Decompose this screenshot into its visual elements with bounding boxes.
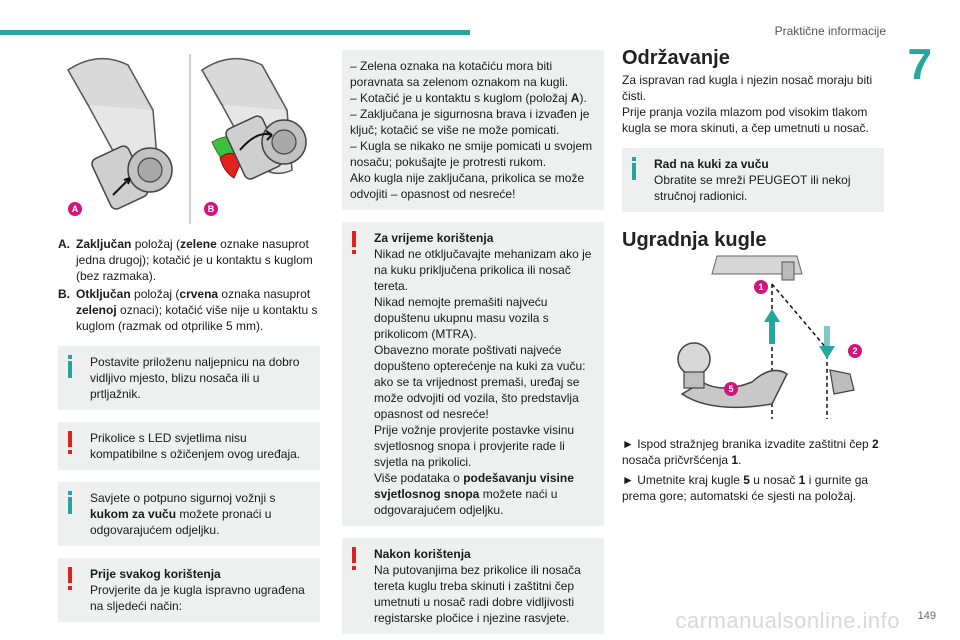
watermark: carmanualsonline.info [675,608,900,633]
locked-position-image [58,50,186,226]
info-content: Rad na kuki za vuču Obratite se mreži PE… [630,156,876,204]
warning-icon [348,231,360,255]
warning-icon [348,547,360,571]
paragraph: Prije pranja vozila mlazom pod visokim t… [622,105,869,135]
unlocked-position-image [192,50,320,226]
warning-title: Prije svakog korištenja [90,567,221,581]
label-5-badge: 5 [724,382,738,396]
info-icon [64,491,76,515]
list-strong: crvena [179,287,219,301]
warning-icon [64,567,76,591]
warning-text: Prikolice s LED svjetlima nisu kompatibi… [90,431,301,461]
list-text: oznake nasuprot jedna drugoj); kotačić j… [76,237,313,283]
info-title: Rad na kuki za vuču [654,157,769,171]
column-3: Održavanje Za ispravan rad kugla i njezi… [622,47,884,508]
installation-image [677,255,855,419]
list-text: položaj ( [130,287,180,301]
heading-installation: Ugradnja kugle [622,229,767,251]
list-item: A. Zaključan položaj (zelene oznake nasu… [58,236,320,284]
check-line: – Kugla se nikako ne smije pomicati u sv… [350,139,593,169]
check-line: – Zaključana je sigurnosna brava i izvađ… [350,107,590,137]
list-letter: B. [58,287,70,301]
info-box-workshop: Rad na kuki za vuču Obratite se mreži PE… [622,148,884,212]
check-line: – Kotačić je u kontaktu s kuglom (položa… [350,91,587,105]
warning-text-more: Više podataka o podešavanju visine svjet… [374,471,574,517]
warning-title: Za vrijeme korištenja [374,231,494,245]
image-divider [189,54,191,224]
list-letter: A. [58,237,70,251]
chapter-number: 7 [907,40,932,89]
label-b-badge: B [204,202,218,216]
list-strong: Otključan [76,287,131,301]
list-item: B. Otključan položaj (crvena oznaka nasu… [58,286,320,334]
list-strong: zelenoj [76,303,117,317]
list-strong: Zaključan [76,237,132,251]
warning-text: Nikad ne otključavajte mehanizam ako je … [374,247,592,469]
list-text: oznaka nasuprot [218,287,311,301]
check-list-box: – Zelena oznaka na kotačiću mora biti po… [342,50,604,210]
step-item: ► Umetnite kraj kugle 5 u nosač 1 i gurn… [622,473,869,503]
info-text: Postavite priloženu naljepnicu na dobro … [90,355,300,401]
check-line: – Zelena oznaka na kotačiću mora biti po… [350,59,569,89]
coupling-illustration: A B [58,50,320,226]
label-2-badge: 2 [848,344,862,358]
warning-text: Na putovanjima bez prikolice ili nosača … [374,563,581,625]
info-text: Savjete o potpuno sigurnoj vožnji s kuko… [90,491,276,537]
column-2: – Zelena oznaka na kotačiću mora biti po… [342,50,604,634]
warning-content: Nakon korištenja Na putovanjima bez prik… [350,546,596,626]
list-text: položaj ( [131,237,181,251]
page-number: 149 [917,610,936,622]
section-title: Praktične informacije [774,24,886,38]
check-list: – Zelena oznaka na kotačiću mora biti po… [350,58,596,202]
position-list: A. Zaključan položaj (zelene oznake nasu… [58,236,320,334]
warning-box-after-use: Nakon korištenja Na putovanjima bez prik… [342,538,604,634]
info-icon [628,157,640,181]
info-box-sticker: Postavite priloženu naljepnicu na dobro … [58,346,320,410]
installation-steps: ► Ispod stražnjeg branika izvadite zašti… [622,436,884,504]
warning-title: Nakon korištenja [374,547,471,561]
info-icon [64,355,76,379]
info-box-safety: Savjete o potpuno sigurnoj vožnji s kuko… [58,482,320,546]
check-line: Ako kugla nije zaključana, prikolica se … [350,171,585,201]
step-item: ► Ispod stražnjeg branika izvadite zašti… [622,437,879,467]
list-text: oznaci); kotačić više nije u kontaktu s … [76,303,318,333]
paragraph: Za ispravan rad kugla i njezin nosač mor… [622,73,873,103]
list-strong: zelene [180,237,217,251]
warning-box-during-use: Za vrijeme korištenja Nikad ne otključav… [342,222,604,526]
warning-content: Prije svakog korištenja Provjerite da je… [66,566,312,614]
warning-box-before-use: Prije svakog korištenja Provjerite da je… [58,558,320,622]
heading-maintenance: Održavanje [622,47,730,69]
label-a-badge: A [68,202,82,216]
header-accent-bar [0,30,470,35]
info-text: Obratite se mreži PEUGEOT ili nekoj stru… [654,173,851,203]
label-1-badge: 1 [754,280,768,294]
warning-text: Provjerite da je kugla ispravno ugrađena… [90,583,305,613]
installation-illustration: 1 2 5 [622,254,884,428]
warning-icon [64,431,76,455]
warning-box-led: Prikolice s LED svjetlima nisu kompatibi… [58,422,320,470]
warning-content: Za vrijeme korištenja Nikad ne otključav… [350,230,596,518]
column-1: A B A. Zaključan položaj (zelene oznake … [58,50,320,622]
